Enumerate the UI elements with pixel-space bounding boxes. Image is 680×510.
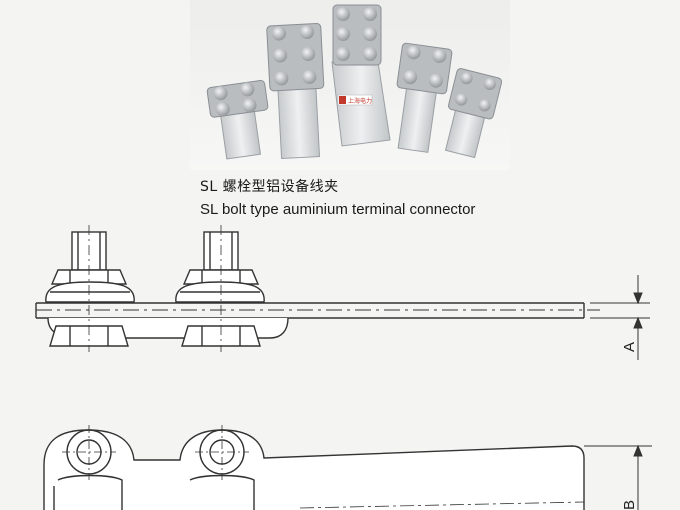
dimension-b-label: B (621, 500, 638, 510)
svg-text:上海电力: 上海电力 (348, 97, 372, 105)
top-view (43, 425, 585, 510)
dimension-a-label: A (621, 342, 638, 352)
dimension-a (590, 275, 650, 360)
product-badge (337, 94, 373, 106)
side-view (35, 225, 600, 352)
connector-photo-illustration: 上海电力 (206, 4, 503, 160)
connector-3: 上海电力 (331, 4, 391, 147)
connector-4 (396, 42, 453, 153)
connector-5 (444, 68, 503, 159)
product-photo: 上海电力 (190, 0, 510, 170)
dimension-b (584, 444, 652, 510)
caption-english: SL bolt type auminium terminal connector (200, 201, 476, 218)
caption-chinese: SL 螺栓型铝设备线夹 (200, 179, 339, 195)
connector-1 (206, 79, 269, 160)
connector-2 (266, 23, 325, 160)
